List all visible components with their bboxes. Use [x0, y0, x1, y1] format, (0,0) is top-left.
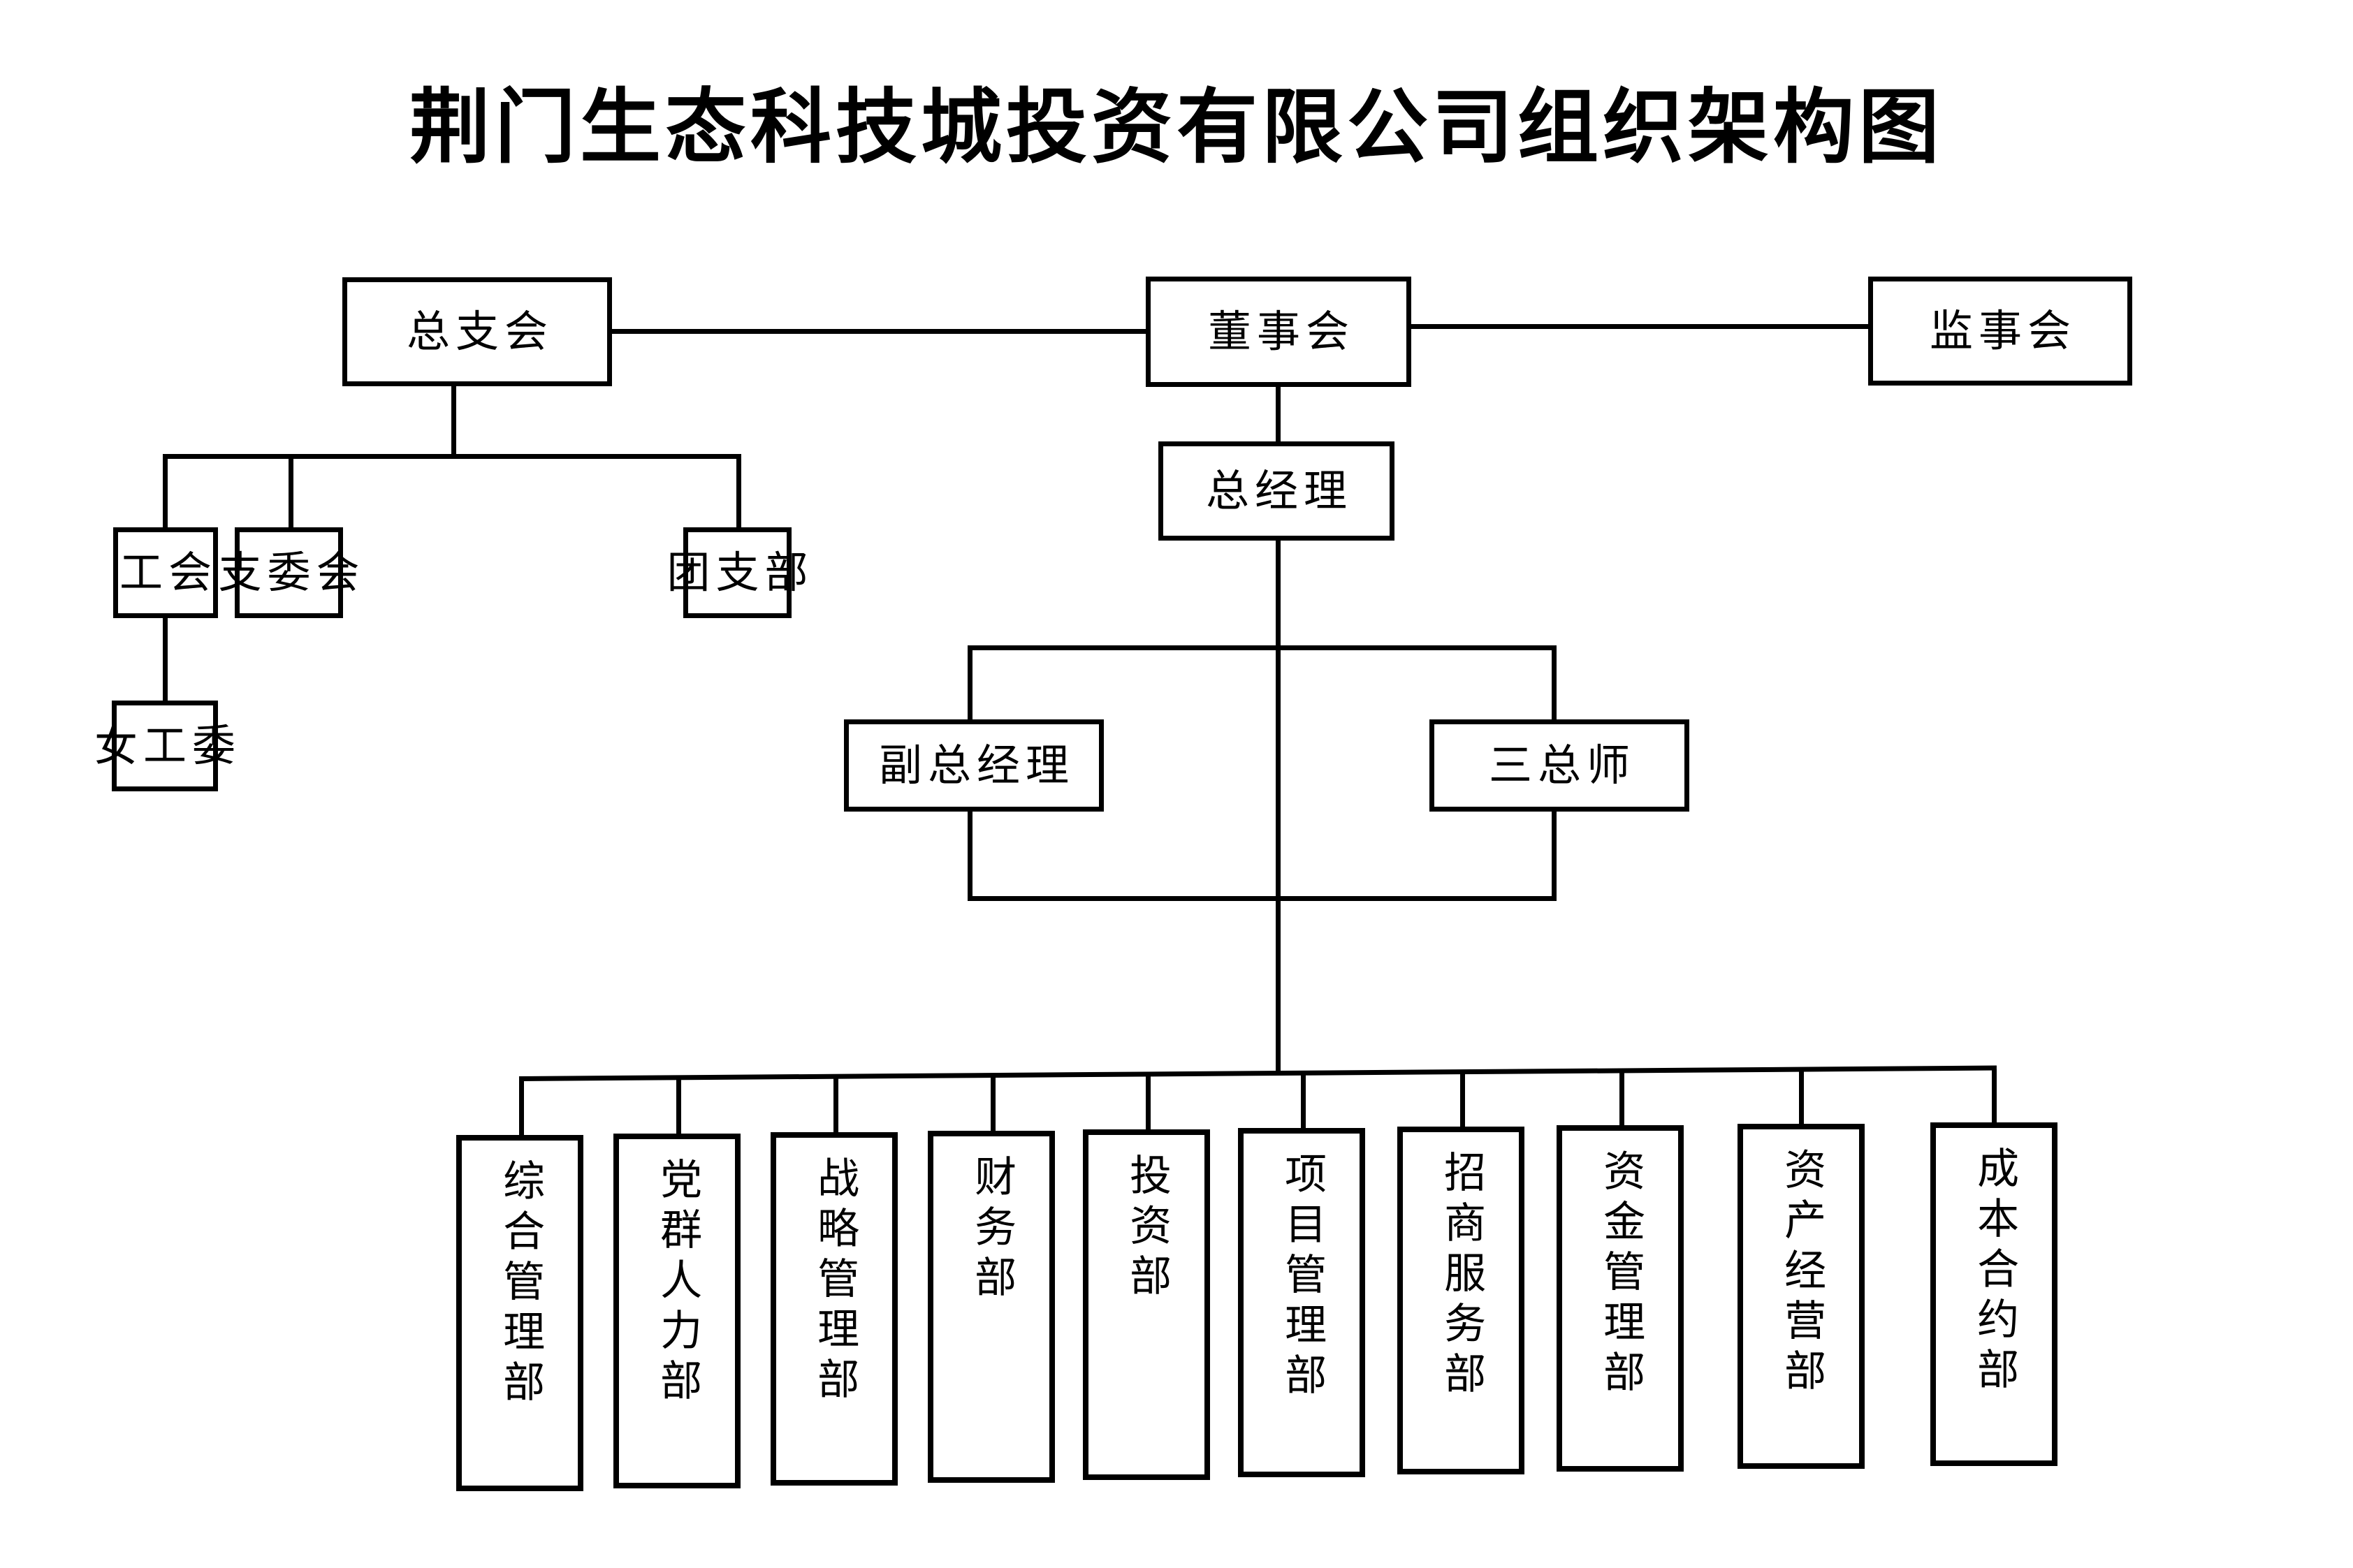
connector-drop-dept-6 [1301, 1074, 1306, 1131]
connector-drop-labor-union [163, 454, 168, 531]
node-label: 三总师 [1488, 740, 1636, 791]
node-label: 监事会 [1929, 305, 2076, 356]
department-box[interactable]: 成本合约部 [1930, 1122, 2057, 1466]
connector-drop-dept-9 [1799, 1071, 1804, 1128]
department-label: 资产经营部 [1777, 1148, 1826, 1399]
page-title: 荆门生态科技城投资有限公司组织架构图 [409, 80, 1944, 175]
connector-drop-dept-4 [991, 1077, 996, 1134]
department-box[interactable]: 资金管理部 [1557, 1125, 1684, 1472]
node-general-manager[interactable]: 总经理 [1158, 441, 1394, 541]
node-board-of-directors[interactable]: 董事会 [1146, 277, 1411, 387]
connector-gm-loop-top [968, 645, 1557, 650]
node-labor-union[interactable]: 工会 [113, 527, 218, 618]
connector-drop-dept-8 [1619, 1072, 1624, 1129]
node-label: 副总经理 [878, 740, 1074, 791]
node-label: 董事会 [1207, 306, 1355, 357]
node-youth-league-branch[interactable]: 团支部 [667, 527, 808, 618]
department-box[interactable]: 财务部 [928, 1131, 1055, 1483]
department-box[interactable]: 综合管理部 [456, 1135, 583, 1491]
department-label: 党群人力部 [653, 1157, 702, 1409]
connector-drop-dept-2 [676, 1080, 681, 1137]
department-label: 成本合约部 [1969, 1146, 2019, 1398]
connector-branch-to-board [611, 329, 1148, 334]
department-box[interactable]: 项目管理部 [1238, 1128, 1365, 1477]
department-label: 招商服务部 [1436, 1150, 1486, 1402]
connector-party-branch-drop [451, 386, 456, 458]
node-label: 女工委 [94, 720, 242, 771]
node-label: 支委会 [218, 547, 365, 598]
node-label: 工会 [119, 547, 218, 598]
node-womens-committee[interactable]: 女工委 [94, 701, 235, 791]
connector-drop-dept-1 [519, 1081, 524, 1138]
department-label: 财务部 [967, 1155, 1017, 1305]
connector-party-branch-bus-right [415, 454, 741, 459]
node-label: 总支会 [406, 306, 553, 357]
department-box[interactable]: 招商服务部 [1397, 1127, 1524, 1474]
connector-gm-loop-bottom [968, 896, 1557, 901]
department-label: 战略管理部 [810, 1156, 859, 1407]
connector-drop-dept-7 [1460, 1074, 1465, 1131]
department-label: 资金管理部 [1596, 1149, 1645, 1400]
connector-union-to-womens-committee [163, 618, 168, 703]
connector-drop-youth-league [736, 454, 741, 531]
node-three-chief-engineers[interactable]: 三总师 [1429, 719, 1689, 812]
connector-drop-dept-10 [1992, 1069, 1997, 1127]
department-label: 综合管理部 [495, 1159, 545, 1410]
connector-gm-trunk [1276, 539, 1281, 1076]
node-board-of-supervisors[interactable]: 监事会 [1868, 277, 2132, 386]
node-party-branch[interactable]: 总支会 [342, 277, 612, 386]
connector-board-to-supervisors [1411, 324, 1869, 329]
department-box[interactable]: 资产经营部 [1738, 1124, 1865, 1469]
department-label: 投资部 [1122, 1153, 1172, 1304]
node-label: 总经理 [1205, 465, 1353, 516]
department-label: 项目管理部 [1277, 1152, 1327, 1403]
connector-board-to-gm [1276, 386, 1281, 446]
connector-department-bus [518, 1065, 1997, 1081]
connector-drop-dept-5 [1146, 1076, 1151, 1133]
department-box[interactable]: 党群人力部 [613, 1134, 741, 1488]
connector-drop-branch-committee [289, 454, 293, 531]
node-branch-committee[interactable]: 支委会 [219, 527, 360, 618]
department-box[interactable]: 战略管理部 [771, 1132, 898, 1486]
department-box[interactable]: 投资部 [1083, 1129, 1210, 1480]
connector-drop-dept-3 [833, 1078, 838, 1136]
node-deputy-general-manager[interactable]: 副总经理 [844, 719, 1104, 812]
node-label: 团支部 [666, 547, 814, 598]
